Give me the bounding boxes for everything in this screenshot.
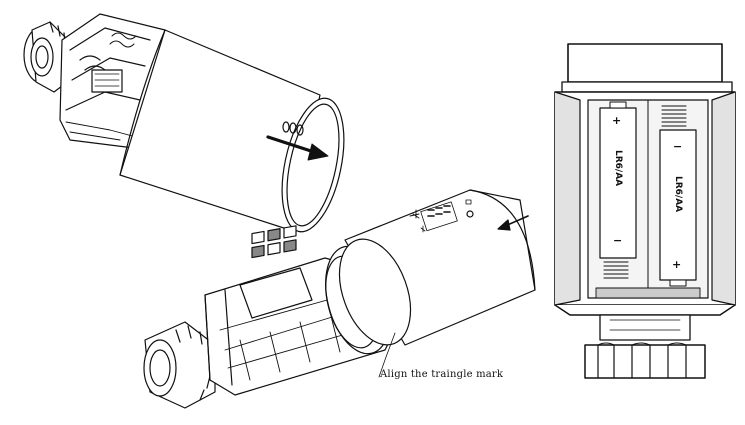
cover-with-display: [338, 189, 536, 346]
battery-left-plus: +: [612, 114, 621, 127]
callout-leader: [378, 332, 396, 378]
battery-left: + − LR6/AA: [599, 101, 637, 259]
knurled-nut-right: [584, 342, 706, 379]
insert-arrow-top: [266, 135, 329, 161]
battery-compartment-view: + − LR6/AA − + LR6/AA: [554, 43, 736, 379]
battery-left-label: LR6/AA: [613, 150, 623, 186]
step-1-cover-onto-body: [23, 13, 345, 233]
step-2-valve-assembly: [143, 189, 536, 409]
battery-right-label: LR6/AA: [673, 176, 683, 212]
battery-right: − + LR6/AA: [659, 129, 697, 287]
cover-cylinder-top: [119, 29, 345, 233]
knurled-nut-bottom: [143, 321, 216, 409]
battery-right-minus: −: [673, 140, 682, 153]
battery-right-plus: +: [672, 258, 681, 271]
battery-left-minus: −: [613, 234, 622, 247]
spring-top-right: [661, 105, 687, 127]
display-segments: [409, 199, 474, 233]
button-grid: [239, 225, 313, 319]
insert-arrow-bottom: [497, 215, 529, 231]
align-triangle-callout: Align the traingle mark: [380, 369, 504, 380]
